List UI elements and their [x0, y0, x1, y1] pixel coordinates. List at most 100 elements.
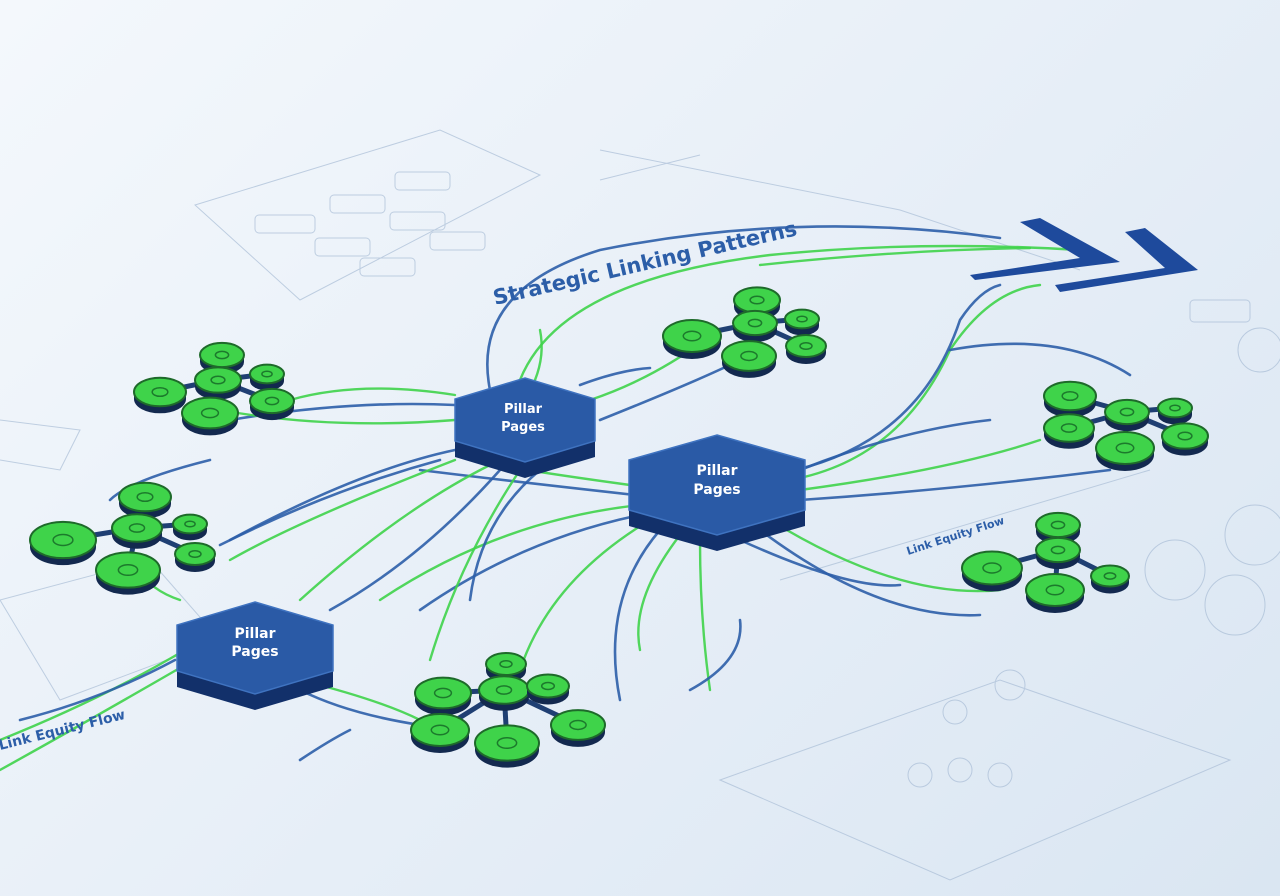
link-icon	[1045, 584, 1065, 596]
link-icon	[188, 549, 202, 559]
content-node	[118, 481, 172, 513]
content-clusters	[29, 286, 1209, 768]
link-curve-24	[378, 503, 642, 602]
content-node	[174, 542, 216, 566]
link-curve-8	[758, 246, 1032, 267]
pillar-hexagon-top	[176, 601, 334, 695]
pillar-2-line2: Pages	[693, 482, 740, 498]
link-icon	[117, 563, 139, 577]
link-icon	[1103, 572, 1117, 580]
link-curve-10	[788, 283, 1042, 482]
background-wireframes	[0, 129, 1280, 881]
content-node	[1025, 573, 1085, 607]
content-node	[732, 309, 778, 337]
link-icon	[796, 315, 808, 323]
link-icon	[1061, 390, 1079, 402]
link-curve-30	[468, 468, 542, 602]
content-node	[1104, 398, 1150, 426]
link-icon	[1177, 431, 1193, 441]
link-icon	[982, 562, 1002, 574]
content-node	[721, 340, 777, 372]
link-curve-42	[298, 728, 352, 762]
content-node	[199, 341, 245, 369]
chevron-arrows-icon	[970, 218, 1198, 292]
link-icon	[136, 491, 154, 503]
link-curve-19	[613, 528, 662, 702]
cluster-2	[662, 286, 827, 378]
content-node	[172, 513, 208, 535]
content-node	[194, 366, 242, 394]
pillar-1-line1: Pillar	[504, 402, 543, 417]
pillar-3-line2: Pages	[231, 644, 278, 660]
content-node	[550, 709, 606, 741]
link-curve-2	[288, 387, 457, 402]
content-node	[1157, 397, 1193, 419]
link-icon	[151, 386, 169, 398]
link-curve-41	[688, 618, 742, 692]
link-curve-27	[328, 468, 502, 612]
link-curve-5	[598, 358, 742, 422]
link-icon	[1060, 423, 1078, 433]
link-curve-17	[758, 528, 982, 617]
link-curve-31	[228, 448, 457, 542]
link-curve-4	[578, 366, 652, 387]
content-node	[410, 713, 470, 747]
link-icon	[1050, 520, 1066, 530]
link-icon	[1169, 404, 1181, 412]
content-node	[485, 652, 527, 676]
link-curve-32	[228, 458, 457, 562]
content-node	[249, 363, 285, 385]
link-curve-15	[948, 342, 1132, 377]
link-icon	[749, 295, 765, 305]
content-node	[414, 676, 472, 710]
link-icon	[1119, 407, 1135, 417]
content-node	[1095, 431, 1155, 465]
link-curve-36	[18, 658, 177, 722]
pillar-2-line1: Pillar	[696, 463, 737, 479]
link-curve-35	[0, 663, 187, 772]
pillar-hexagon-2	[176, 601, 334, 710]
pillar-hexagon-top	[628, 434, 806, 536]
content-node	[95, 551, 161, 589]
link-icon	[200, 407, 220, 419]
content-node	[1161, 422, 1209, 450]
link-curve-20	[637, 533, 682, 652]
link-icon	[496, 736, 518, 750]
link-icon	[184, 520, 196, 528]
content-node	[249, 387, 295, 415]
content-node	[181, 396, 239, 430]
content-node	[1043, 413, 1095, 443]
link-icon	[210, 375, 226, 385]
content-node	[1090, 564, 1130, 588]
pillar-hexagon-0	[454, 377, 596, 478]
link-curve-40	[108, 458, 212, 502]
content-node	[733, 286, 781, 314]
cluster-3	[1043, 380, 1209, 471]
link-icon	[682, 330, 702, 342]
link-curve-23	[418, 513, 642, 612]
pillar-label-2: Pillar Pages	[693, 463, 740, 498]
content-node	[1035, 536, 1081, 564]
content-node	[784, 308, 820, 330]
content-node	[662, 319, 722, 353]
link-icon	[740, 350, 758, 362]
content-node	[526, 673, 570, 699]
content-node	[133, 376, 187, 408]
link-curve-12	[798, 438, 1042, 492]
content-node	[29, 520, 97, 560]
link-curve-6	[486, 225, 1002, 392]
link-curve-33	[218, 458, 442, 547]
cluster-0	[133, 341, 295, 436]
content-node	[961, 550, 1023, 586]
link-curve-7	[518, 244, 1082, 382]
pillar-hexagon-side	[177, 625, 333, 710]
link-icon	[128, 523, 146, 533]
pillar-label-3: Pillar Pages	[231, 626, 278, 660]
link-curve-29	[298, 463, 492, 602]
link-curve-18	[738, 538, 902, 587]
link-icon	[569, 719, 587, 731]
link-curve-1	[218, 408, 457, 425]
link-curves	[0, 225, 1132, 772]
link-curve-34	[0, 648, 187, 742]
